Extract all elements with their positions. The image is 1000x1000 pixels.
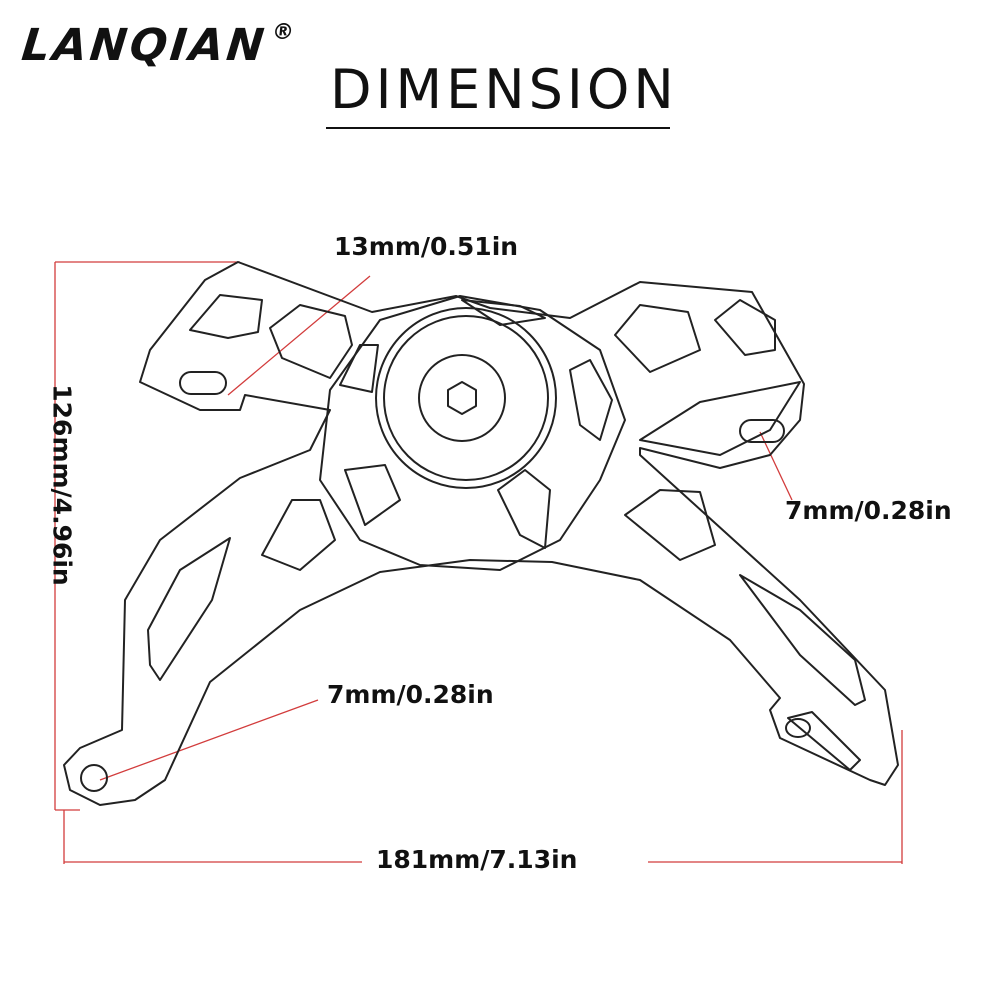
- window-upper-left-1: [189, 294, 263, 339]
- boss-cutout-4: [569, 359, 613, 441]
- bolt-washer-inner: [383, 315, 549, 481]
- right-mount-hole: [785, 718, 811, 738]
- window-lower-left-2: [147, 537, 231, 681]
- right-hole-leader: [759, 431, 793, 501]
- overall-height-dimension: 126mm/4.96in: [47, 384, 77, 586]
- bolt-washer: [375, 307, 557, 489]
- right-slot-hole: [739, 419, 785, 443]
- window-upper-right-2: [714, 299, 776, 356]
- overall-width-dimension: 181mm/7.13in: [376, 845, 578, 874]
- window-upper-right-1: [614, 304, 701, 373]
- left-hole-dimension: 7mm/0.28in: [327, 680, 494, 709]
- page-title: DIMENSION: [330, 58, 678, 121]
- left-hole-leader: [99, 699, 319, 781]
- boss-cutout-1: [339, 344, 379, 393]
- window-upper-left-2: [269, 304, 353, 379]
- window-lower-right-3: [787, 711, 861, 771]
- dimension-lines: [54, 261, 903, 864]
- bolt-hole-leader: [227, 275, 371, 396]
- left-slot-hole: [179, 371, 227, 395]
- left-mount-hole: [80, 764, 108, 792]
- boss-cutout-3: [497, 469, 551, 549]
- boss-cutout-2: [344, 464, 401, 526]
- bolt-head: [418, 354, 506, 442]
- bracket-body: [63, 261, 899, 806]
- window-lower-left-1: [261, 499, 336, 571]
- right-hole-dimension: 7mm/0.28in: [785, 496, 952, 525]
- window-lower-right-1: [624, 489, 716, 561]
- window-upper-right-3: [639, 381, 801, 456]
- bracket-outline: [63, 261, 899, 806]
- boss-cutout-5: [461, 299, 546, 326]
- window-lower-right-2: [739, 574, 866, 706]
- hex-socket-icon: [447, 381, 477, 415]
- title-underline: [326, 127, 670, 129]
- bolt-hole-dimension: 13mm/0.51in: [334, 232, 519, 261]
- central-boss: [319, 295, 626, 571]
